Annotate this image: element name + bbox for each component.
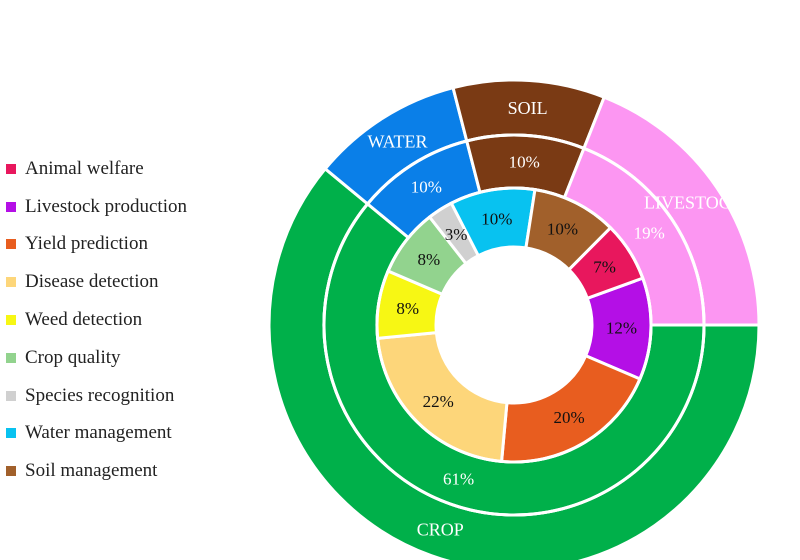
middle-slice-label: 61% bbox=[443, 469, 474, 488]
inner-slice-label: 3% bbox=[445, 225, 468, 244]
legend-label: Weed detection bbox=[25, 309, 143, 331]
legend-item: Weed detection bbox=[6, 301, 187, 339]
legend-swatch bbox=[6, 315, 16, 326]
legend-item: Disease detection bbox=[6, 263, 187, 301]
legend-label: Disease detection bbox=[25, 271, 159, 293]
outer-slice-label: CROP bbox=[417, 520, 464, 540]
slice-labels: 12% 20% 22% 8% 8% 3% 10% 10% 7% 61% 10% 10% 19% CROP W… bbox=[367, 98, 743, 540]
legend-item: Yield prediction bbox=[6, 226, 187, 264]
outer-ring bbox=[267, 78, 761, 560]
inner-ring bbox=[375, 186, 653, 464]
legend-item: Species recognition bbox=[6, 377, 187, 415]
inner-slice-label: 10% bbox=[547, 220, 578, 239]
middle-slice-label: 10% bbox=[411, 177, 442, 196]
legend-label: Livestock production bbox=[25, 195, 187, 217]
legend-swatch bbox=[6, 466, 16, 477]
legend-label: Soil management bbox=[25, 460, 158, 482]
legend-item: Livestock production bbox=[6, 188, 187, 226]
legend-item: Soil management bbox=[6, 452, 187, 490]
legend-label: Water management bbox=[25, 422, 172, 444]
ring-separator bbox=[322, 133, 706, 517]
outer-slice-label: SOIL bbox=[508, 98, 548, 118]
legend-label: Yield prediction bbox=[25, 233, 148, 255]
outer-slice-label: WATER bbox=[367, 131, 427, 151]
inner-slice-label: 22% bbox=[423, 392, 454, 411]
legend-item: Water management bbox=[6, 415, 187, 453]
legend-swatch bbox=[6, 352, 16, 363]
legend-item: Animal welfare bbox=[6, 150, 187, 188]
legend-swatch bbox=[6, 390, 16, 401]
legend-swatch bbox=[6, 239, 16, 250]
inner-slice-label: 8% bbox=[417, 250, 440, 269]
legend-item: Crop quality bbox=[6, 339, 187, 377]
middle-slice-label: 10% bbox=[509, 152, 540, 171]
inner-slice-label: 20% bbox=[553, 408, 584, 427]
ring-separator bbox=[375, 186, 653, 464]
inner-slice-label: 12% bbox=[606, 319, 637, 338]
inner-slice-label: 8% bbox=[396, 299, 419, 318]
legend-swatch bbox=[6, 277, 16, 288]
legend-label: Crop quality bbox=[25, 346, 121, 368]
inner-slice-label: 7% bbox=[593, 258, 616, 277]
legend-swatch bbox=[6, 201, 16, 212]
legend-swatch bbox=[6, 163, 16, 174]
legend-swatch bbox=[6, 428, 16, 439]
outer-slice-label: LIVESTOCK bbox=[644, 193, 744, 213]
middle-slice-label: 19% bbox=[634, 224, 665, 243]
legend-label: Species recognition bbox=[25, 384, 175, 406]
inner-slice-label: 10% bbox=[481, 209, 512, 228]
legend-label: Animal welfare bbox=[25, 157, 144, 179]
